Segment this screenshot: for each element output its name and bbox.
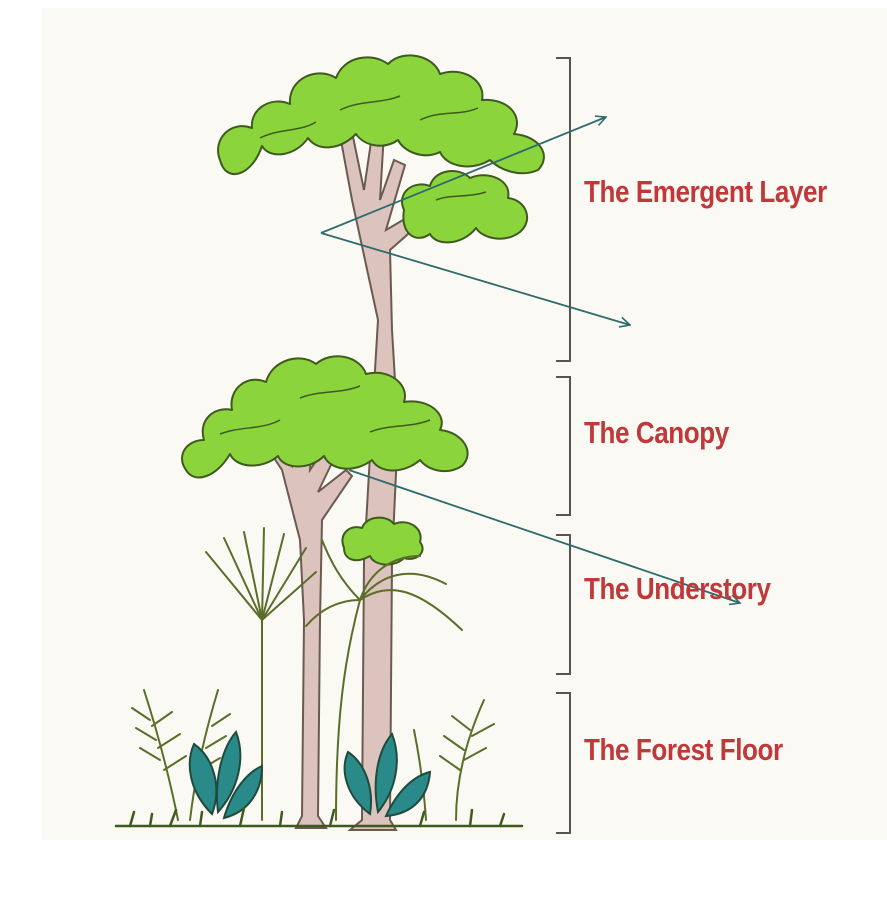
bracket-canopy: [556, 377, 570, 515]
bracket-understory: [556, 535, 570, 674]
bracket-floor: [556, 693, 570, 833]
layer-label-forest-floor: The Forest Floor: [584, 734, 783, 765]
canopy-tree-trunk: [262, 430, 352, 828]
layer-label-emergent: The Emergent Layer: [584, 176, 827, 207]
arrow-emergent-down: [321, 233, 630, 325]
layer-label-understory: The Understory: [584, 573, 771, 604]
layer-brackets: [556, 58, 570, 833]
layer-label-canopy: The Canopy: [584, 417, 729, 448]
bracket-emergent: [556, 58, 570, 361]
